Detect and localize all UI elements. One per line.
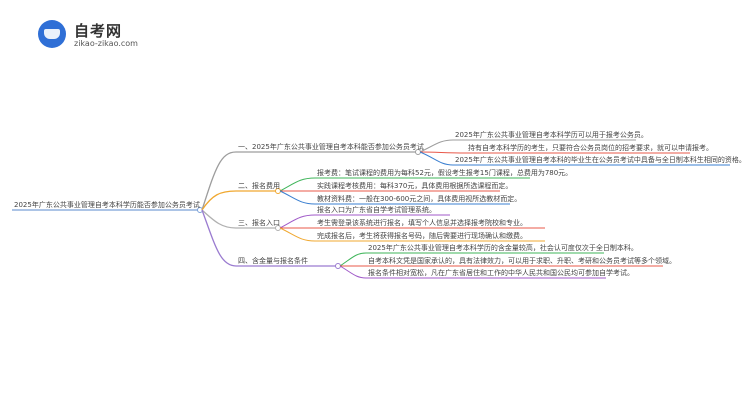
site-logo[interactable]: 自考网 zikao-zikao.com — [38, 20, 188, 50]
branch-1-leaf-2: 持有自考本科学历的考生，只要符合公务员岗位的招考要求，就可以申请报考。 — [468, 144, 713, 152]
branch-1-leaf-3: 2025年广东公共事业管理自考本科的毕业生在公务员考试中具备与全日制本科生相同的… — [455, 156, 746, 164]
graduation-cap-icon — [38, 20, 66, 48]
branch-2-leaf-2: 实践课程考核费用：每科370元，具体费用根据所选课程而定。 — [317, 182, 513, 190]
root-node: 2025年广东公共事业管理自考本科学历能否参加公务员考试 — [14, 201, 200, 209]
branch-3-leaf-2: 考生需登录该系统进行报名，填写个人信息并选择报考院校和专业。 — [317, 219, 527, 227]
branch-2-leaf-1: 报考费：笔试课程的费用为每科52元，假设考生报考15门课程，总费用为780元。 — [317, 169, 573, 177]
branch-3-leaf-1: 报名入口为广东省自学考试管理系统。 — [317, 206, 436, 214]
branch-2-label: 二、报名费用 — [238, 182, 280, 190]
branch-2-leaf-3: 教材资料费：一般在300-600元之间，具体费用视所选教材而定。 — [317, 195, 522, 203]
branch-4-leaf-1: 2025年广东公共事业管理自考本科学历的含金量较高，社会认可度仅次于全日制本科。 — [368, 244, 638, 252]
branch-3-leaf-3: 完成报名后，考生将获得报名号码，随后需要进行现场确认和缴费。 — [317, 232, 527, 240]
logo-subtitle: zikao-zikao.com — [74, 39, 138, 48]
branch-3-label: 三、报名入口 — [238, 219, 280, 227]
branch-4-label: 四、含金量与报名条件 — [238, 257, 308, 265]
branch-4-leaf-2: 自考本科文凭是国家承认的，具有法律效力，可以用于求职、升职、考研和公务员考试等多… — [368, 257, 676, 265]
branch-1-label: 一、2025年广东公共事业管理自考本科能否参加公务员考试 — [238, 143, 424, 151]
logo-title: 自考网 — [74, 22, 123, 40]
branch-1-leaf-1: 2025年广东公共事业管理自考本科学历可以用于报考公务员。 — [455, 131, 648, 139]
branch-4-leaf-3: 报名条件相对宽松，凡在广东省居住和工作的中华人民共和国公民均可参加自学考试。 — [368, 269, 634, 277]
